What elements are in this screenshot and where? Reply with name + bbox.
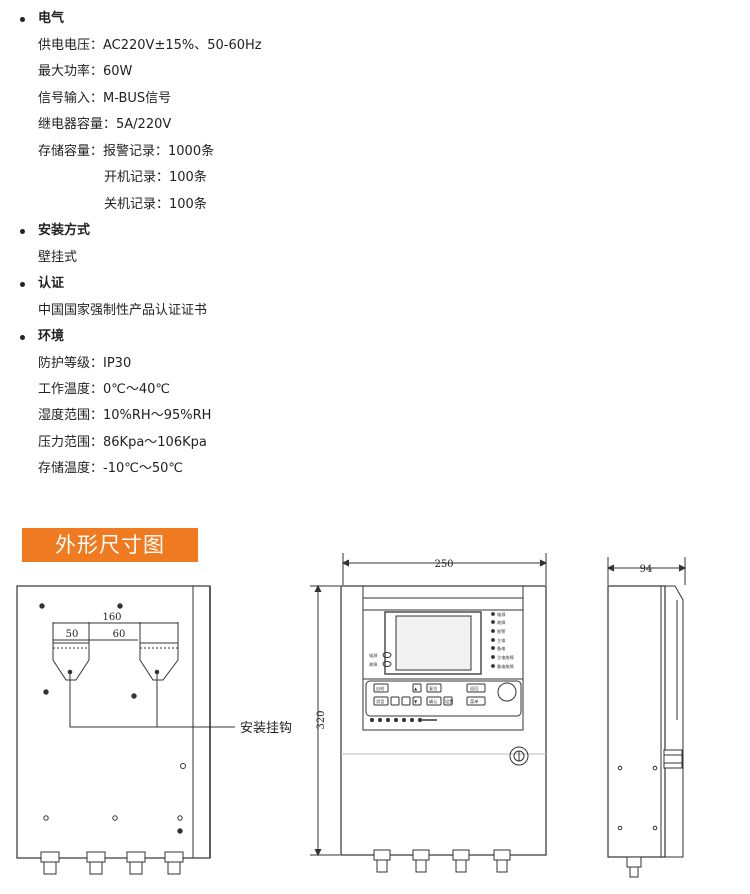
indicator-label: 备电 [497, 645, 506, 652]
indicator-label: 故障 [497, 619, 505, 626]
panel-button-label: 设置 [445, 698, 453, 705]
spec-item: 供电电压：AC220V±15%、50-60Hz [38, 38, 262, 53]
right-seg-label: 60 [113, 629, 126, 640]
section-title: 安装方式 [38, 223, 91, 238]
hole-span-label: 160 [102, 612, 121, 623]
front-view [310, 553, 548, 873]
width-label: 250 [434, 559, 453, 570]
panel-button-label: 菜单 [470, 698, 478, 705]
spec-subitem: 开机记录：100条 [104, 170, 207, 185]
spec-item: 最大功率：60W [38, 64, 133, 79]
spec-item: 信号输入：M-BUS信号 [38, 91, 172, 106]
spec-item: 中国国家强制性产品认证证书 [38, 303, 208, 318]
panel-button-label: 自检 [376, 685, 385, 692]
status-label: 电源 [369, 652, 378, 659]
depth-label: 94 [640, 564, 653, 575]
side-view [606, 557, 687, 878]
bullet-icon [20, 229, 25, 234]
panel-button-label: ▲ [414, 686, 418, 691]
panel-button-label: 返回 [470, 685, 478, 692]
panel-button-label: 消音 [376, 698, 384, 705]
back-view [16, 585, 235, 875]
section-title: 电气 [38, 11, 65, 26]
panel-button-label: 确认 [429, 698, 438, 705]
spec-item: 防护等级：IP30 [38, 356, 132, 371]
bullet-icon [20, 282, 25, 287]
spec-item: 继电器容量：5A/220V [38, 117, 172, 132]
spec-item: 湿度范围：10%RH～95%RH [38, 408, 212, 423]
spec-item: 壁挂式 [38, 250, 78, 265]
indicator-label: 主电 [497, 637, 506, 643]
spec-item: 压力范围：86Kpa～106Kpa [38, 435, 207, 450]
panel-button-label: ▼ [414, 699, 418, 704]
left-seg-label: 50 [66, 629, 79, 640]
bullet-icon [20, 17, 25, 22]
indicator-label: 备电故障 [497, 663, 514, 670]
section-title: 环境 [38, 329, 65, 344]
height-label: 320 [316, 710, 327, 729]
spec-item: 工作温度：0℃～40℃ [38, 382, 171, 397]
indicator-label: 主电故障 [497, 654, 514, 661]
section-title: 认证 [38, 276, 65, 291]
spec-item: 存储容量：报警记录：1000条 [38, 144, 215, 159]
indicator-label: 报警 [497, 628, 506, 635]
hook-callout: 安装挂钩 [240, 721, 292, 736]
bullet-icon [20, 335, 25, 340]
indicator-label: 电源 [497, 611, 506, 618]
panel-button-label: 复位 [429, 685, 437, 692]
spec-item: 存储温度：-10℃～50℃ [38, 461, 183, 476]
status-label: 故障 [369, 661, 377, 668]
dimension-banner: 外形尺寸图 [22, 528, 198, 562]
spec-subitem: 关机记录：100条 [104, 197, 207, 212]
